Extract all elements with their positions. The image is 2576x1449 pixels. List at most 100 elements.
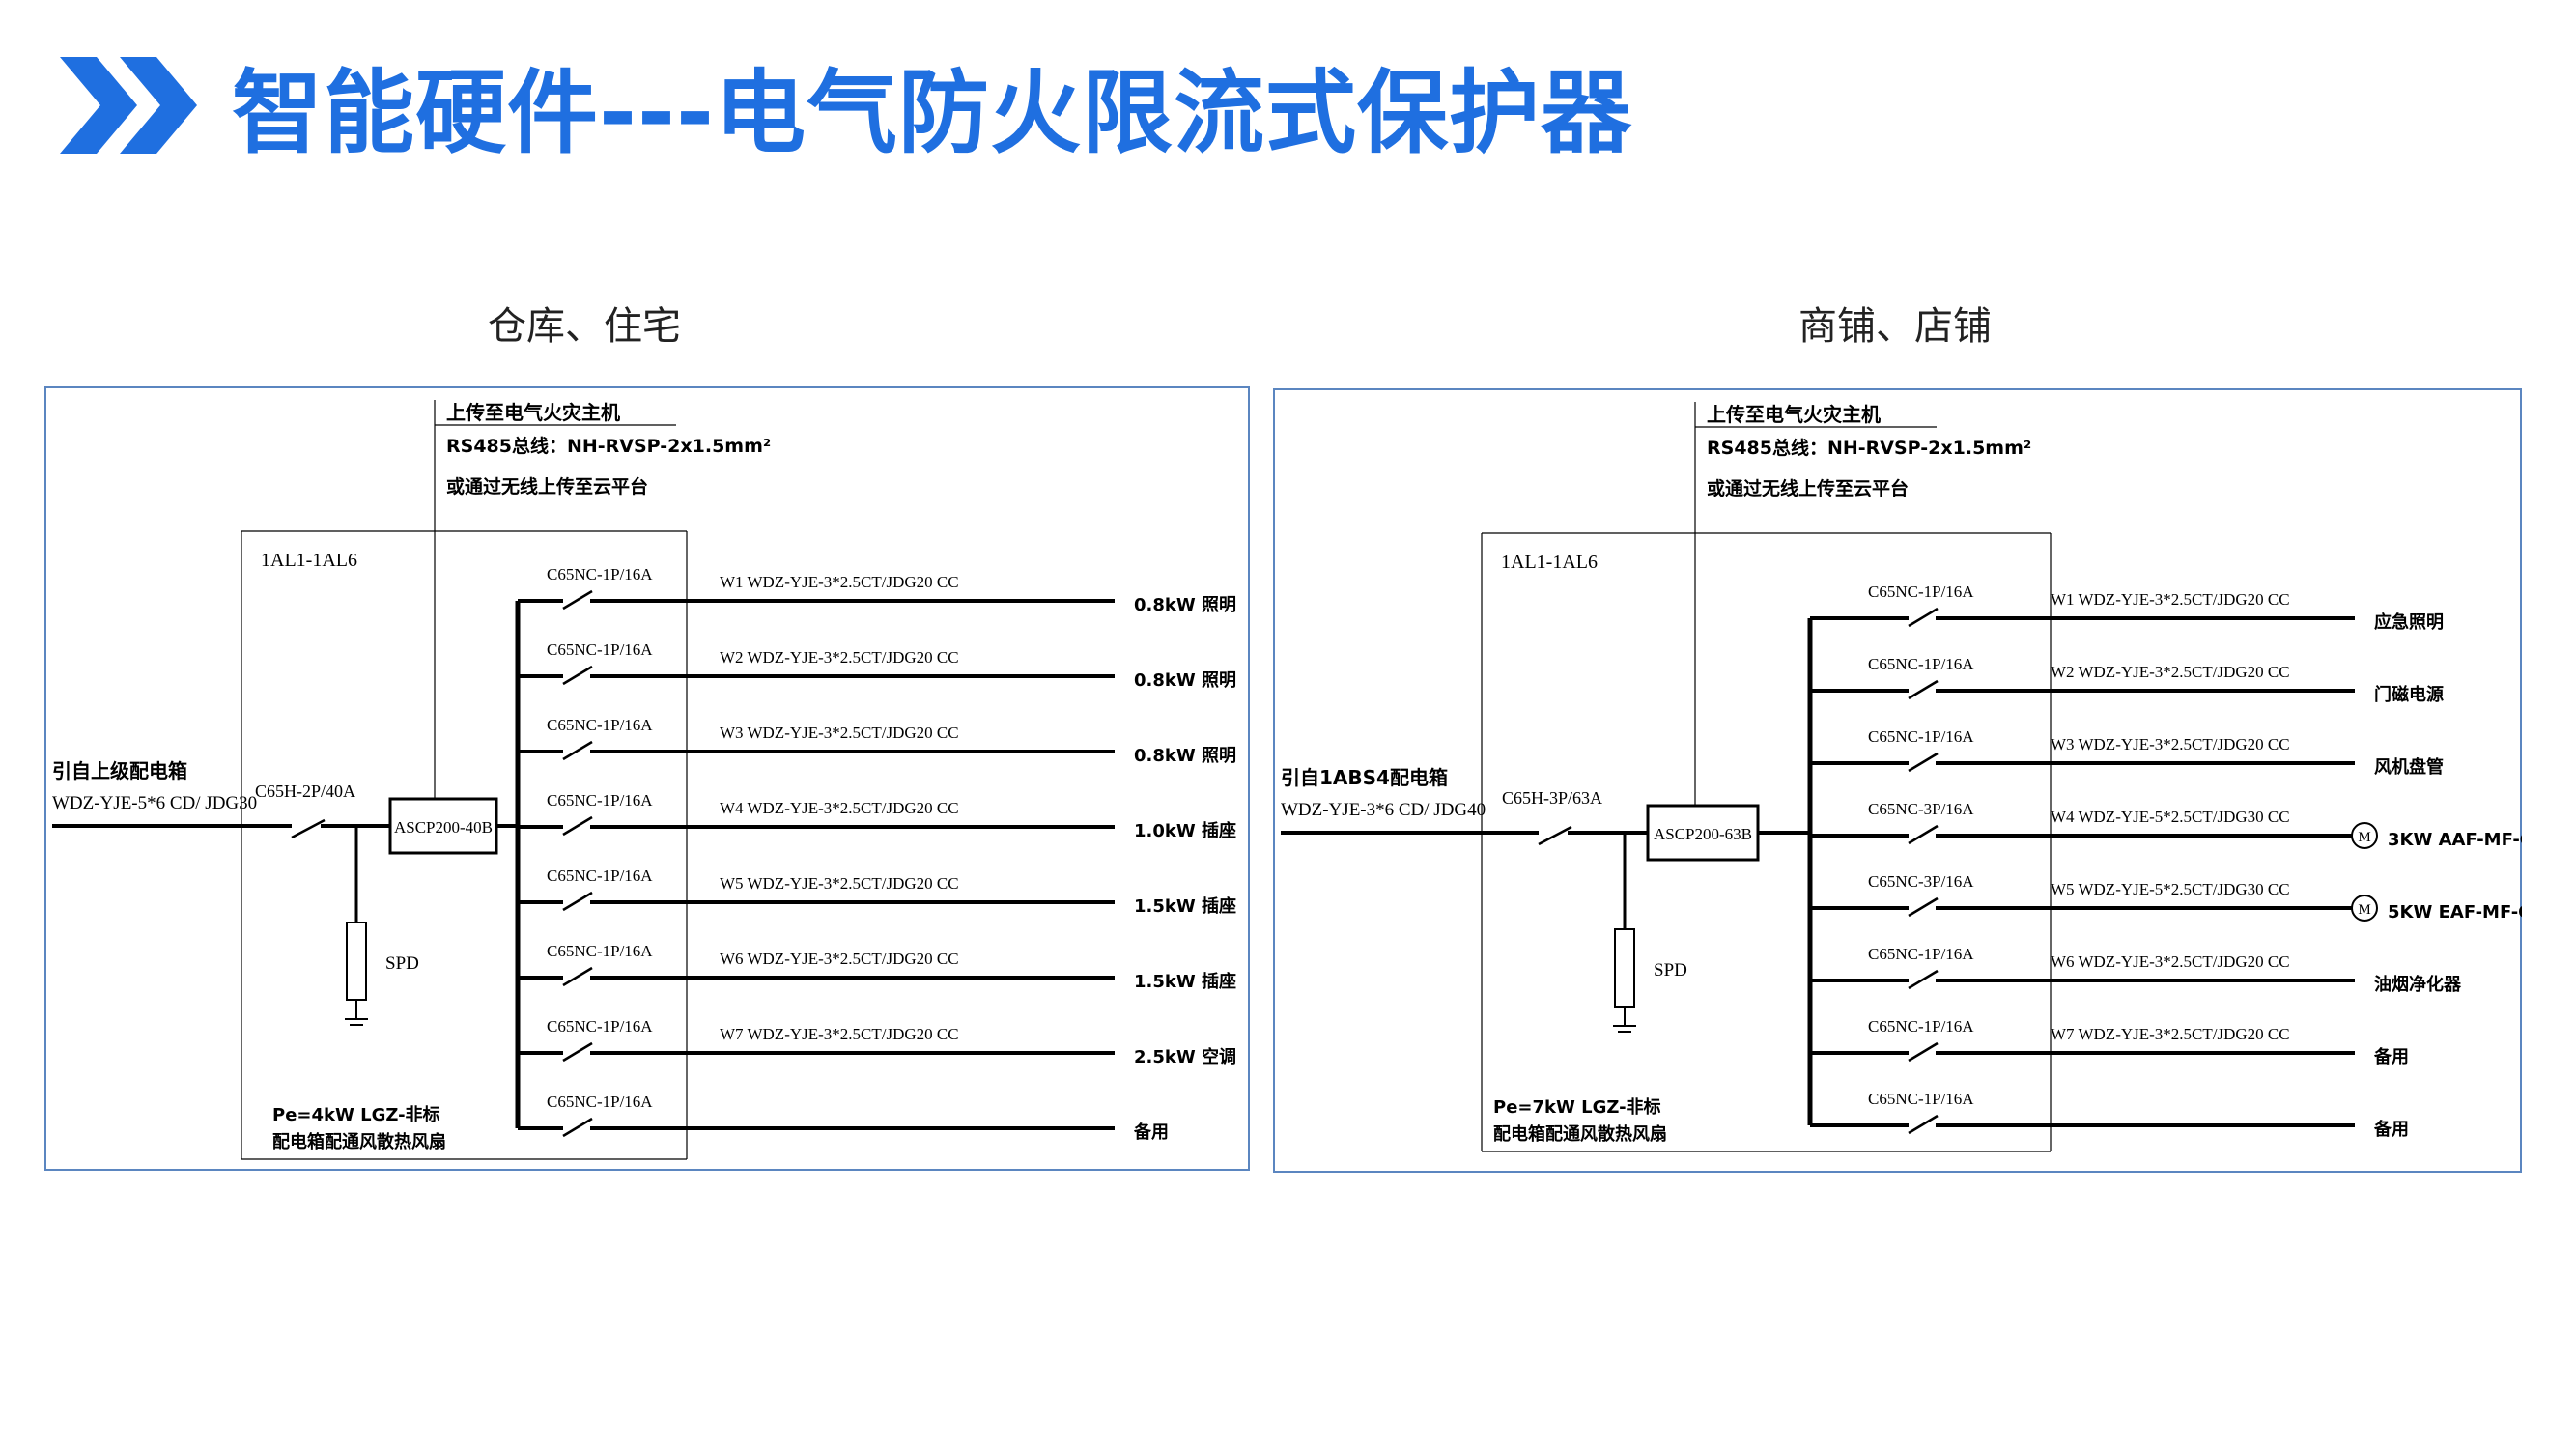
circuit-load-label: 2.5kW 空调 bbox=[1134, 1046, 1236, 1067]
circuit-breaker-label: C65NC-1P/16A bbox=[547, 565, 653, 583]
power-note-label: Pe=4kW LGZ-非标 bbox=[272, 1104, 440, 1125]
source-label: 引自1ABS4配电箱 bbox=[1281, 766, 1448, 789]
circuit-load-label: 1.5kW 插座 bbox=[1134, 895, 1236, 917]
fan-note-label: 配电箱配通风散热风扇 bbox=[1493, 1123, 1667, 1145]
current-limiting-protector bbox=[388, 797, 498, 855]
motor-symbol: M bbox=[2358, 902, 2370, 918]
power-note-label: Pe=7kW LGZ-非标 bbox=[1493, 1096, 1661, 1118]
circuit-breaker-label: C65NC-3P/16A bbox=[1868, 872, 1974, 891]
circuit-breaker-switch bbox=[1908, 824, 1939, 845]
left-caption: 仓库、住宅 bbox=[488, 304, 681, 349]
circuit-breaker-label: C65NC-1P/16A bbox=[547, 791, 653, 810]
diagram-frame bbox=[1273, 388, 2522, 1173]
spd-symbol bbox=[346, 922, 367, 1001]
circuit-breaker-label: C65NC-1P/16A bbox=[547, 942, 653, 960]
motor-icon bbox=[2351, 822, 2378, 849]
circuit-cable-label: W1 WDZ-YJE-3*2.5CT/JDG20 CC bbox=[2051, 590, 2290, 609]
circuit-cable-label: W3 WDZ-YJE-3*2.5CT/JDG20 CC bbox=[2051, 735, 2290, 753]
circuit-breaker-switch bbox=[1908, 896, 1939, 918]
circuit-load-label: 0.8kW 照明 bbox=[1134, 746, 1236, 766]
circuit-cable-label: W4 WDZ-YJE-5*2.5CT/JDG30 CC bbox=[2051, 808, 2290, 826]
circuit-breaker-switch bbox=[562, 1117, 593, 1138]
circuit-breaker-label: C65NC-1P/16A bbox=[1868, 1090, 1974, 1108]
upload-bus-label: RS485总线：NH-RVSP-2x1.5mm² bbox=[1707, 437, 2031, 459]
circuit-cable-label: W2 WDZ-YJE-3*2.5CT/JDG20 CC bbox=[2051, 663, 2290, 681]
main-breaker-label: C65H-2P/40A bbox=[255, 781, 355, 801]
circuit-breaker-label: C65NC-1P/16A bbox=[1868, 945, 1974, 963]
circuit-load-label: 油烟净化器 bbox=[2374, 974, 2462, 995]
circuit-breaker-label: C65NC-1P/16A bbox=[1868, 582, 1974, 601]
right-caption: 商铺、店铺 bbox=[1798, 304, 1992, 349]
circuit-cable-label: W3 WDZ-YJE-3*2.5CT/JDG20 CC bbox=[720, 724, 959, 742]
upload-bus-label: RS485总线：NH-RVSP-2x1.5mm² bbox=[446, 435, 771, 457]
circuit-breaker-switch bbox=[562, 815, 593, 837]
source-label: 引自上级配电箱 bbox=[52, 759, 187, 782]
spd-symbol bbox=[1614, 928, 1635, 1008]
panel-id-label: 1AL1-1AL6 bbox=[1501, 552, 1598, 573]
circuit-breaker-switch bbox=[1908, 1041, 1939, 1063]
double-chevron-icon bbox=[60, 57, 197, 154]
spd-label: SPD bbox=[385, 953, 419, 974]
circuit-breaker-switch bbox=[562, 665, 593, 686]
circuit-breaker-switch bbox=[562, 966, 593, 987]
circuit-load-label: 备用 bbox=[2373, 1046, 2409, 1067]
circuit-load-label: 备用 bbox=[2373, 1119, 2409, 1140]
page-title: 智能硬件---电气防火限流式保护器 bbox=[232, 61, 1633, 166]
circuit-breaker-label: C65NC-1P/16A bbox=[547, 1017, 653, 1036]
circuit-breaker-switch bbox=[1908, 969, 1939, 990]
circuit-breaker-label: C65NC-1P/16A bbox=[1868, 727, 1974, 746]
upload-target-label: 上传至电气火灾主机 bbox=[1707, 403, 1881, 426]
upload-wireless-label: 或通过无线上传至云平台 bbox=[1707, 477, 1909, 499]
right-wiring-diagram: 上传至电气火灾主机 RS485总线：NH-RVSP-2x1.5mm² 或通过无线上传… bbox=[1273, 388, 2522, 1173]
motor-icon bbox=[2351, 895, 2378, 922]
circuit-breaker-label: C65NC-1P/16A bbox=[547, 716, 653, 734]
circuit-load-label: 门磁电源 bbox=[2374, 684, 2444, 705]
main-breaker-switch bbox=[1538, 825, 1572, 846]
circuit-breaker-label: C65NC-1P/16A bbox=[1868, 655, 1974, 673]
circuit-load-label: 5KW EAF-MF-CY02-1 bbox=[2388, 902, 2522, 923]
protector-model-label: ASCP200-63B bbox=[1654, 825, 1752, 843]
title-bar: 智能硬件---电气防火限流式保护器 bbox=[60, 43, 1632, 168]
circuit-load-label: 0.8kW 照明 bbox=[1134, 670, 1236, 691]
circuit-cable-label: W6 WDZ-YJE-3*2.5CT/JDG20 CC bbox=[720, 950, 959, 968]
circuit-breaker-label: C65NC-3P/16A bbox=[1868, 800, 1974, 818]
circuit-load-label: 3KW AAF-MF-CY02-1 bbox=[2388, 830, 2522, 850]
left-wiring-diagram: 上传至电气火灾主机 RS485总线：NH-RVSP-2x1.5mm² 或通过无线上传… bbox=[44, 386, 1250, 1171]
circuit-cable-label: W5 WDZ-YJE-5*2.5CT/JDG30 CC bbox=[2051, 880, 2290, 898]
main-breaker-label: C65H-3P/63A bbox=[1502, 788, 1602, 808]
circuit-breaker-switch bbox=[1908, 752, 1939, 773]
source-cable-label: WDZ-YJE-5*6 CD/ JDG30 bbox=[52, 793, 257, 813]
circuit-breaker-label: C65NC-1P/16A bbox=[547, 1093, 653, 1111]
circuit-cable-label: W7 WDZ-YJE-3*2.5CT/JDG20 CC bbox=[720, 1025, 959, 1043]
upload-target-label: 上传至电气火灾主机 bbox=[446, 401, 620, 424]
circuit-cable-label: W7 WDZ-YJE-3*2.5CT/JDG20 CC bbox=[2051, 1025, 2290, 1043]
circuit-load-label: 应急照明 bbox=[2374, 611, 2444, 633]
circuit-breaker-switch bbox=[1908, 679, 1939, 700]
upload-wireless-label: 或通过无线上传至云平台 bbox=[446, 475, 648, 497]
circuit-cable-label: W4 WDZ-YJE-3*2.5CT/JDG20 CC bbox=[720, 799, 959, 817]
circuit-breaker-label: C65NC-1P/16A bbox=[1868, 1017, 1974, 1036]
circuit-breaker-switch bbox=[562, 891, 593, 912]
circuit-breaker-label: C65NC-1P/16A bbox=[547, 640, 653, 659]
circuit-load-label: 1.0kW 插座 bbox=[1134, 820, 1236, 841]
panel-id-label: 1AL1-1AL6 bbox=[261, 550, 357, 571]
circuit-cable-label: W1 WDZ-YJE-3*2.5CT/JDG20 CC bbox=[720, 573, 959, 591]
circuit-cable-label: W2 WDZ-YJE-3*2.5CT/JDG20 CC bbox=[720, 648, 959, 667]
circuit-load-label: 1.5kW 插座 bbox=[1134, 971, 1236, 992]
circuit-load-label: 0.8kW 照明 bbox=[1134, 595, 1236, 615]
circuit-cable-label: W6 WDZ-YJE-3*2.5CT/JDG20 CC bbox=[2051, 952, 2290, 971]
circuit-load-label: 风机盘管 bbox=[2374, 756, 2444, 778]
fan-note-label: 配电箱配通风散热风扇 bbox=[272, 1131, 446, 1152]
circuit-breaker-switch bbox=[562, 740, 593, 761]
diagram-frame bbox=[44, 386, 1250, 1171]
circuit-breaker-switch bbox=[1908, 1114, 1939, 1135]
circuit-breaker-switch bbox=[562, 589, 593, 611]
main-breaker-switch bbox=[291, 818, 326, 839]
circuit-load-label: 备用 bbox=[1133, 1122, 1169, 1143]
source-cable-label: WDZ-YJE-3*6 CD/ JDG40 bbox=[1281, 800, 1486, 820]
spd-label: SPD bbox=[1654, 960, 1687, 980]
circuit-cable-label: W5 WDZ-YJE-3*2.5CT/JDG20 CC bbox=[720, 874, 959, 893]
circuit-breaker-switch bbox=[1908, 607, 1939, 628]
motor-symbol: M bbox=[2358, 830, 2370, 845]
protector-model-label: ASCP200-40B bbox=[394, 818, 493, 837]
